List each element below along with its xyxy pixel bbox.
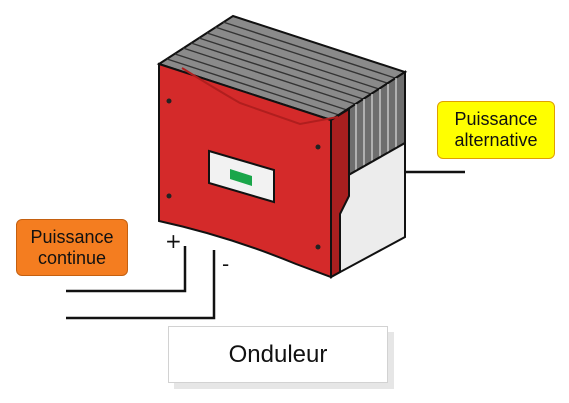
status-led <box>230 169 252 186</box>
diagram-title-text: Onduleur <box>228 340 328 368</box>
dc-power-label: Puissance continue <box>16 219 128 276</box>
inverter-side-panel <box>330 107 350 279</box>
panel-screws <box>166 98 321 250</box>
ac-power-label: Puissance alternative <box>437 101 555 159</box>
dc-positive-wire <box>66 246 187 293</box>
heatsink-fins-top <box>166 21 396 116</box>
front-panel-highlight <box>181 67 339 126</box>
negative-terminal-sign: - <box>222 252 230 276</box>
ac-power-label-text: Puissance alternative <box>454 109 538 150</box>
dc-negative-wire <box>66 250 216 320</box>
dc-power-label-text: Puissance continue <box>30 226 114 268</box>
diagram-title: Onduleur <box>168 326 388 383</box>
positive-terminal-sign: + <box>165 229 182 253</box>
dc-wires <box>66 246 216 320</box>
